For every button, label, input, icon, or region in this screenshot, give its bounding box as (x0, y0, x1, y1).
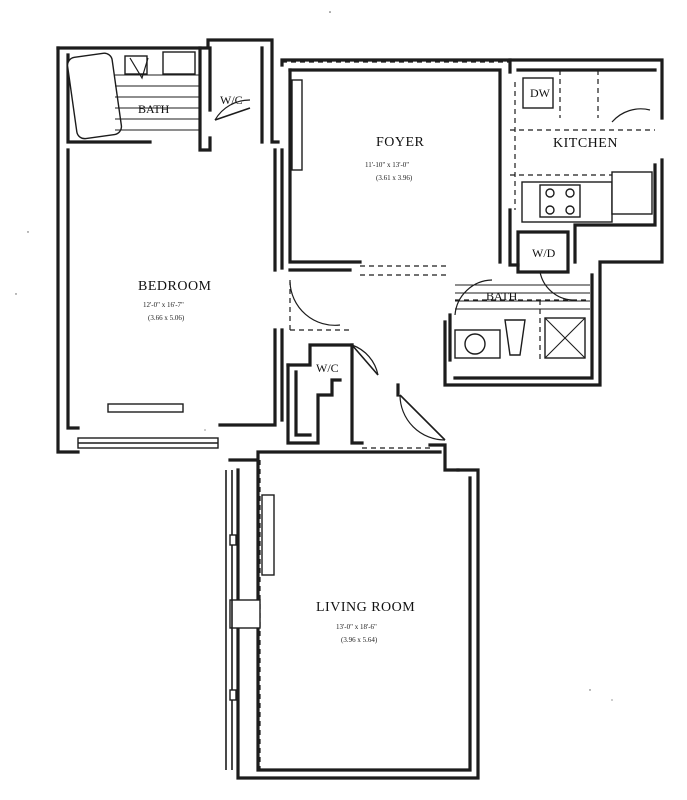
closet-shelf (291, 79, 303, 171)
dim-bedroom-imperial: 12'-0" x 16'-7" (143, 301, 184, 309)
label-bedroom: BEDROOM (138, 279, 212, 294)
label-bath-hall: BATH (486, 289, 518, 303)
kitchen-fixtures (521, 77, 653, 223)
hall-bath-fixtures (454, 284, 590, 359)
dim-living-metric: (3.96 x 5.64) (341, 636, 378, 644)
label-bath-master: BATH (138, 102, 170, 116)
scan-noise (15, 11, 613, 701)
dim-bedroom-metric: (3.66 x 5.06) (148, 314, 185, 322)
label-wc-bedroom: W/C (220, 93, 243, 107)
label-wc-hall: W/C (316, 361, 339, 375)
label-foyer: FOYER (376, 135, 425, 150)
radiator-living (261, 494, 275, 576)
label-wd: W/D (532, 246, 556, 260)
dim-foyer-imperial: 11'-10" x 13'-0" (365, 161, 409, 169)
fridge-icon (611, 171, 653, 215)
windows (77, 403, 275, 770)
door-swings (214, 99, 651, 441)
toilet-icon (504, 319, 526, 356)
bathtub-icon (66, 52, 123, 140)
dim-living-imperial: 13'-0" x 18'-6" (336, 623, 377, 631)
dishwasher-icon (522, 77, 554, 109)
label-kitchen: KITCHEN (553, 136, 618, 151)
column (229, 599, 261, 629)
bath-fixtures (66, 51, 200, 140)
label-living-room: LIVING ROOM (316, 600, 415, 615)
radiator (107, 403, 184, 413)
labels: BATH W/C FOYER 11'-10" x 13'-0" (3.61 x … (138, 86, 618, 644)
label-dw: DW (530, 86, 551, 100)
dim-foyer-metric: (3.61 x 3.96) (376, 174, 413, 182)
